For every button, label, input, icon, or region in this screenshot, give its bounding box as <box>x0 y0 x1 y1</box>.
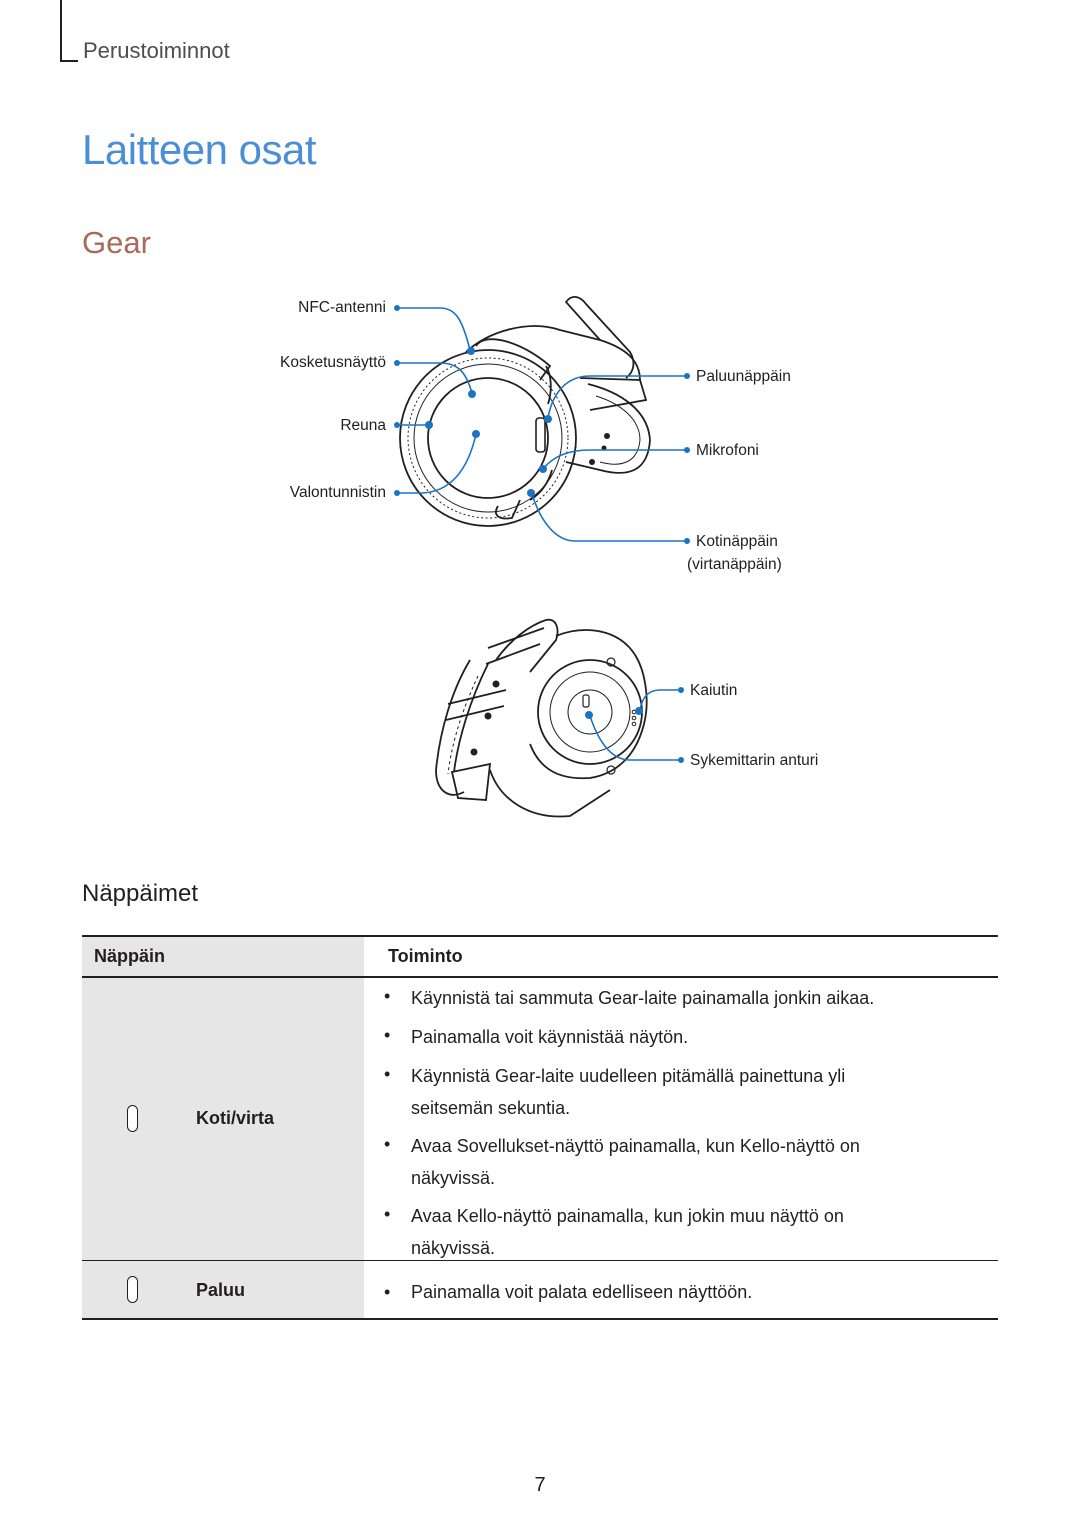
list-item: Käynnistä tai sammuta Gear-laite painama… <box>411 988 875 1008</box>
svg-text:Paluunäppäin: Paluunäppäin <box>696 368 791 385</box>
list-item: Painamalla voit palata edelliseen näyttö… <box>411 1282 753 1302</box>
svg-text:Mikrofoni: Mikrofoni <box>696 442 759 459</box>
page-corner-mark-horizontal <box>60 60 78 62</box>
list-item: Käynnistä Gear-laite uudelleen pitämällä… <box>411 1066 846 1118</box>
callout-microphone: Mikrofoni <box>539 442 759 473</box>
side-key-icon <box>127 1276 138 1303</box>
key-name-back: Paluu <box>196 1280 246 1300</box>
keys-heading: Näppäimet <box>82 880 199 907</box>
device-illustration: NFC-antenni Kosketusnäyttö Reuna Valontu… <box>280 296 818 818</box>
column-header-function: Toiminto <box>388 946 463 966</box>
bullet-icon: • <box>384 986 391 1006</box>
key-name-home: Koti/virta <box>196 1108 275 1128</box>
callout-light-sensor: Valontunnistin <box>290 430 480 501</box>
bullet-icon: • <box>384 1064 391 1084</box>
bullet-icon: • <box>384 1204 391 1224</box>
table-header-rule <box>82 976 998 978</box>
callout-back-key: Paluunäppäin <box>544 368 791 423</box>
page-number: 7 <box>534 1474 546 1496</box>
table-row-divider <box>82 1260 998 1261</box>
svg-text:Valontunnistin: Valontunnistin <box>290 484 386 501</box>
section-label: Perustoiminnot <box>83 38 230 63</box>
svg-text:Reuna: Reuna <box>340 417 386 434</box>
callout-touchscreen: Kosketusnäyttö <box>280 354 476 398</box>
page-title: Laitteen osat <box>82 126 317 173</box>
bullet-icon: • <box>384 1134 391 1154</box>
svg-text:NFC-antenni: NFC-antenni <box>298 299 386 316</box>
table-bottom-rule <box>82 1318 998 1320</box>
list-item: Avaa Sovellukset-näyttö painamalla, kun … <box>411 1136 860 1188</box>
svg-text:(virtanäppäin): (virtanäppäin) <box>687 556 782 573</box>
page-corner-mark <box>60 0 62 62</box>
watch-front-illustration <box>399 296 651 527</box>
svg-text:Sykemittarin anturi: Sykemittarin anturi <box>690 752 818 769</box>
list-item: Painamalla voit käynnistää näytön. <box>411 1027 689 1047</box>
table-header-key-cell <box>82 937 364 977</box>
callout-heart-rate-sensor: Sykemittarin anturi <box>585 711 818 769</box>
callout-nfc-antenna: NFC-antenni <box>298 299 475 355</box>
watch-back-illustration <box>435 618 648 818</box>
svg-text:Kotinäppäin: Kotinäppäin <box>696 533 778 550</box>
callout-bezel: Reuna <box>340 417 433 434</box>
device-subtitle: Gear <box>82 225 151 260</box>
bullet-icon: • <box>384 1025 391 1045</box>
callout-speaker: Kaiutin <box>635 682 737 715</box>
side-key-icon <box>127 1105 138 1132</box>
table-top-rule <box>82 935 998 937</box>
column-header-key: Näppäin <box>94 946 166 966</box>
bullet-icon: • <box>384 1282 391 1302</box>
svg-text:Kaiutin: Kaiutin <box>690 682 737 699</box>
list-item: Avaa Kello-näyttö painamalla, kun jokin … <box>411 1206 844 1258</box>
callout-home-key: Kotinäppäin (virtanäppäin) <box>527 489 782 573</box>
svg-text:Kosketusnäyttö: Kosketusnäyttö <box>280 354 386 371</box>
